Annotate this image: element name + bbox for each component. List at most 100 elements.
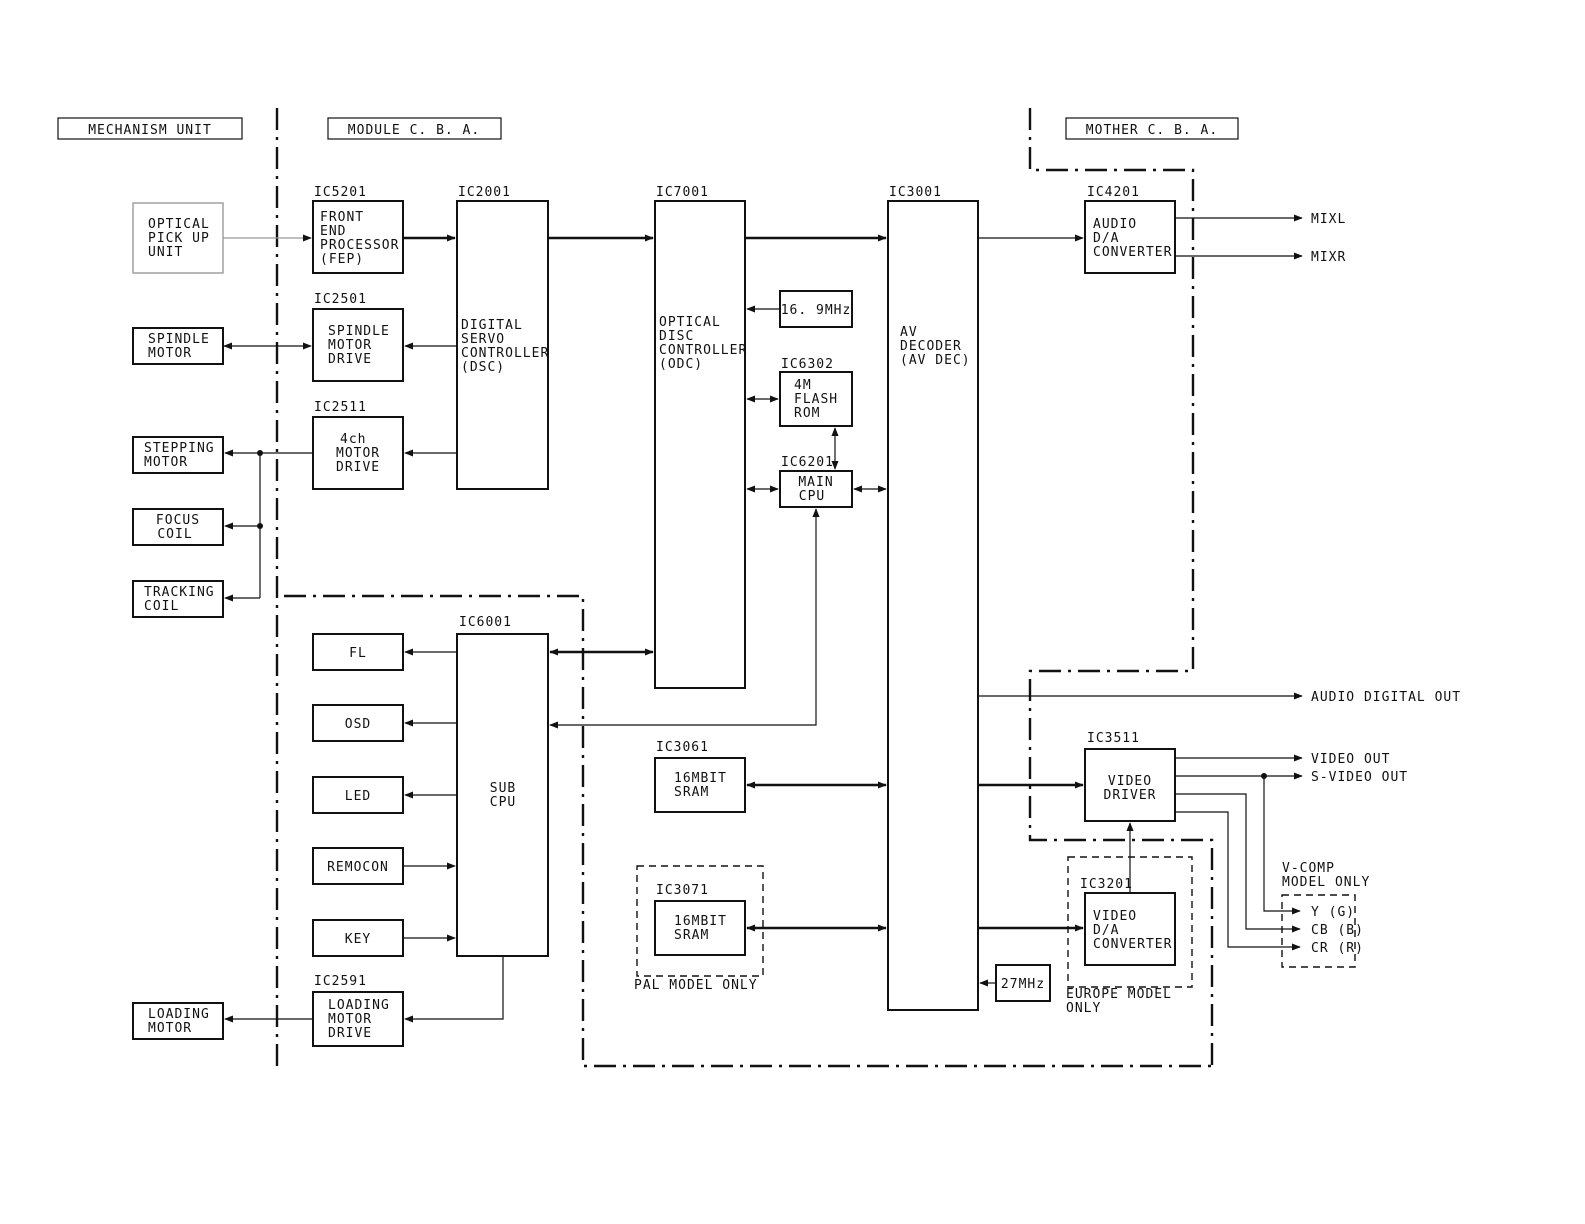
remocon-label: REMOCON xyxy=(327,860,389,875)
stepping-motor-line-2: MOTOR xyxy=(144,455,188,470)
sub-cpu-line-2: CPU xyxy=(490,795,516,810)
vcomp-note-line-1: V-COMP xyxy=(1282,861,1335,876)
fl-label: FL xyxy=(349,646,367,661)
spindle-motor-block: SPINDLE MOTOR xyxy=(132,327,224,365)
mixl-output-label: MIXL xyxy=(1311,212,1346,227)
video-dac-line-2: D/A xyxy=(1093,923,1119,938)
crystal-16-9mhz-label: 16. 9MHz xyxy=(781,303,852,318)
ic4201-label: IC4201 xyxy=(1087,185,1140,200)
led-block: LED xyxy=(312,776,404,814)
ic2511-label: IC2511 xyxy=(314,400,367,415)
osd-label: OSD xyxy=(345,717,371,732)
stepping-motor-block: STEPPING MOTOR xyxy=(132,436,224,474)
sub-cpu-line-1: SUB xyxy=(490,781,516,796)
focus-coil-block: FOCUS COIL xyxy=(132,508,224,546)
osd-block: OSD xyxy=(312,704,404,742)
av-decoder-block: AV DECODER (AV DEC) xyxy=(887,200,979,1011)
vcomp-note-line-2: MODEL ONLY xyxy=(1282,875,1370,890)
section-label-mechanism: MECHANISM UNIT xyxy=(57,117,243,140)
led-label: LED xyxy=(345,789,371,804)
audio-dac-line-2: D/A xyxy=(1093,231,1119,246)
spindle-drive-line-3: DRIVE xyxy=(328,352,372,367)
fep-line-3: PROCESSOR xyxy=(320,238,399,253)
mixr-output-label: MIXR xyxy=(1311,250,1346,265)
stepping-motor-line-1: STEPPING xyxy=(144,441,215,456)
ic6001-label: IC6001 xyxy=(459,615,512,630)
section-label-module: MODULE C. B. A. xyxy=(327,117,502,140)
ic3201-label: IC3201 xyxy=(1080,877,1133,892)
key-label: KEY xyxy=(345,932,371,947)
ic2001-label: IC2001 xyxy=(458,185,511,200)
flash-rom-line-3: ROM xyxy=(794,406,820,421)
crystal-27mhz-block: 27MHz xyxy=(995,964,1051,1002)
ic5201-label: IC5201 xyxy=(314,185,367,200)
video-dac-line-1: VIDEO xyxy=(1093,909,1137,924)
remocon-block: REMOCON xyxy=(312,847,404,885)
video-driver-line-2: DRIVER xyxy=(1104,788,1157,803)
odc-line-3: CONTROLLER xyxy=(659,343,747,358)
main-cpu-line-1: MAIN xyxy=(798,475,833,490)
svg-text:MODULE C. B. A.: MODULE C. B. A. xyxy=(348,123,480,138)
sram-3061-line-1: 16MBIT xyxy=(674,771,727,786)
dsc-line-2: SERVO xyxy=(461,332,505,347)
svg-text:MECHANISM UNIT: MECHANISM UNIT xyxy=(88,123,212,138)
video-out-label: VIDEO OUT xyxy=(1311,752,1390,767)
ic6201-label: IC6201 xyxy=(781,455,834,470)
crystal-27mhz-label: 27MHz xyxy=(1001,977,1045,992)
video-dac-block: VIDEO D/A CONVERTER xyxy=(1084,892,1176,966)
section-label-mother: MOTHER C. B. A. xyxy=(1065,117,1239,140)
av-decoder-line-2: DECODER xyxy=(900,339,962,354)
audio-dac-line-1: AUDIO xyxy=(1093,217,1137,232)
sram-3071-line-2: SRAM xyxy=(674,928,709,943)
fl-block: FL xyxy=(312,633,404,671)
fep-line-4: (FEP) xyxy=(320,252,364,267)
optical-pickup-block: OPTICAL PICK UP UNIT xyxy=(132,202,224,274)
pickup-line-3: UNIT xyxy=(148,245,183,260)
ic2591-label: IC2591 xyxy=(314,974,367,989)
dsc-line-3: CONTROLLER xyxy=(461,346,549,361)
loading-drive-line-1: LOADING xyxy=(328,998,390,1013)
focus-coil-line-1: FOCUS xyxy=(156,513,200,528)
av-decoder-line-1: AV xyxy=(900,325,918,340)
fep-line-2: END xyxy=(320,224,346,239)
sram-3071-line-1: 16MBIT xyxy=(674,914,727,929)
ic2501-label: IC2501 xyxy=(314,292,367,307)
motor-drive-4ch-line-2: MOTOR xyxy=(336,446,380,461)
loading-drive-block: LOADING MOTOR DRIVE xyxy=(312,991,404,1047)
vcomp-region: V-COMP MODEL ONLY xyxy=(1281,861,1370,968)
sub-cpu-block: SUB CPU xyxy=(456,633,549,957)
s-video-out-label: S-VIDEO OUT xyxy=(1311,770,1408,785)
pickup-line-2: PICK UP xyxy=(148,231,210,246)
focus-coil-line-2: COIL xyxy=(157,527,192,542)
motor-drive-4ch-line-3: DRIVE xyxy=(336,460,380,475)
svg-text:MOTHER C. B. A.: MOTHER C. B. A. xyxy=(1086,123,1218,138)
main-cpu-line-2: CPU xyxy=(799,489,825,504)
flash-rom-block: 4M FLASH ROM xyxy=(779,371,853,427)
video-driver-block: VIDEO DRIVER xyxy=(1084,748,1176,822)
sram-3061-line-2: SRAM xyxy=(674,785,709,800)
loading-drive-line-3: DRIVE xyxy=(328,1026,372,1041)
flash-rom-line-1: 4M xyxy=(794,378,812,393)
audio-dac-block: AUDIO D/A CONVERTER xyxy=(1084,200,1176,274)
pal-model-region: PAL MODEL ONLY xyxy=(634,865,764,993)
tracking-coil-line-1: TRACKING xyxy=(144,585,215,600)
motor-drive-4ch-line-1: 4ch xyxy=(340,432,366,447)
signal-lines xyxy=(223,214,1303,1023)
motor-drive-4ch-block: 4ch MOTOR DRIVE xyxy=(312,416,404,490)
dsc-line-4: (DSC) xyxy=(461,360,505,375)
video-driver-line-1: VIDEO xyxy=(1108,774,1152,789)
y-output-label: Y (G) xyxy=(1311,905,1355,920)
dsc-block: DIGITAL SERVO CONTROLLER (DSC) xyxy=(456,200,549,490)
odc-line-4: (ODC) xyxy=(659,357,703,372)
dsc-line-1: DIGITAL xyxy=(461,318,523,333)
cr-output-label: CR (R) xyxy=(1311,941,1364,956)
loading-motor-block: LOADING MOTOR xyxy=(132,1002,224,1040)
ic3071-label: IC3071 xyxy=(656,883,709,898)
section-boundaries xyxy=(275,108,1214,1068)
odc-block: OPTICAL DISC CONTROLLER (ODC) xyxy=(654,200,747,689)
ic3001-label: IC3001 xyxy=(889,185,942,200)
audio-digital-out-label: AUDIO DIGITAL OUT xyxy=(1311,690,1461,705)
odc-line-2: DISC xyxy=(659,329,694,344)
tracking-coil-block: TRACKING COIL xyxy=(132,580,224,618)
